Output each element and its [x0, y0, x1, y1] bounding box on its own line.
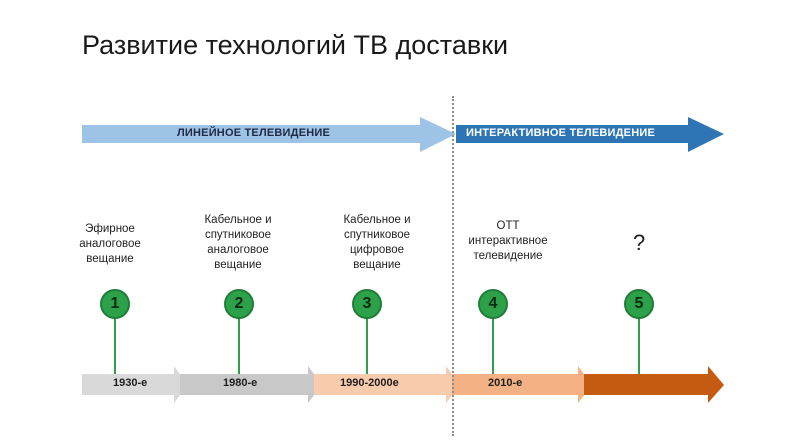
stage-5-question: ?: [633, 230, 646, 255]
stage-2-marker: 2: [224, 289, 254, 319]
stage-3-description: Кабельное и спутниковое цифровое вещание: [327, 213, 427, 273]
stage-1-line-2: аналоговое: [79, 238, 141, 250]
period-label-2: 1980-е: [223, 377, 258, 389]
stage-2-line-1: Кабельное и: [204, 214, 272, 226]
stage-3-line-4: вещание: [353, 259, 401, 271]
era-divider: [452, 96, 454, 436]
stage-1-line-1: Эфирное: [85, 223, 135, 235]
stage-2-stem: [238, 316, 240, 374]
stage-1-description: Эфирное аналоговое вещание: [70, 222, 150, 267]
period-arrow-2: [180, 366, 322, 403]
page-title: Развитие технологий ТВ доставки: [82, 30, 509, 60]
stage-3-line-2: спутниковое: [343, 229, 411, 241]
stage-3-marker: 3: [352, 289, 382, 319]
era-label-interactive: ИНТЕРАКТИВНОЕ ТЕЛЕВИДЕНИЕ: [466, 127, 655, 139]
era-label-linear: ЛИНЕЙНОЕ ТЕЛЕВИДЕНИЕ: [177, 127, 331, 139]
stage-2-line-2: спутниковое: [204, 229, 272, 241]
period-label-4: 2010-е: [488, 377, 523, 389]
stage-5-stem: [638, 316, 640, 374]
stage-2-description: Кабельное и спутниковое аналоговое вещан…: [190, 213, 286, 273]
period-arrow-4: [452, 366, 592, 403]
stage-3-line-1: Кабельное и: [343, 214, 411, 226]
period-label-3: 1990-2000е: [340, 377, 399, 389]
stage-4-stem: [492, 316, 494, 374]
period-arrow-5: [584, 366, 724, 403]
stage-2-line-3: аналоговое: [207, 244, 269, 256]
stage-3-line-3: цифровое: [349, 244, 405, 256]
stage-2-line-4: вещание: [214, 259, 262, 271]
period-arrow-1: [82, 366, 188, 403]
stage-5-marker: 5: [624, 289, 654, 319]
stage-4-description: OTT интерактивное телевидение: [458, 219, 558, 264]
stage-1-stem: [114, 316, 116, 374]
stage-1-line-3: вещание: [86, 253, 134, 265]
era-arrow-linear: [82, 117, 456, 152]
stage-4-line-3: телевидение: [473, 250, 543, 262]
stage-3-stem: [366, 316, 368, 374]
period-label-1: 1930-е: [113, 377, 148, 389]
stage-4-marker: 4: [478, 289, 508, 319]
era-arrow-interactive: [456, 117, 724, 152]
period-arrow-3: [314, 366, 460, 403]
stage-1-marker: 1: [100, 289, 130, 319]
stage-4-line-2: интерактивное: [468, 235, 548, 247]
stage-4-line-1: OTT: [496, 220, 520, 232]
